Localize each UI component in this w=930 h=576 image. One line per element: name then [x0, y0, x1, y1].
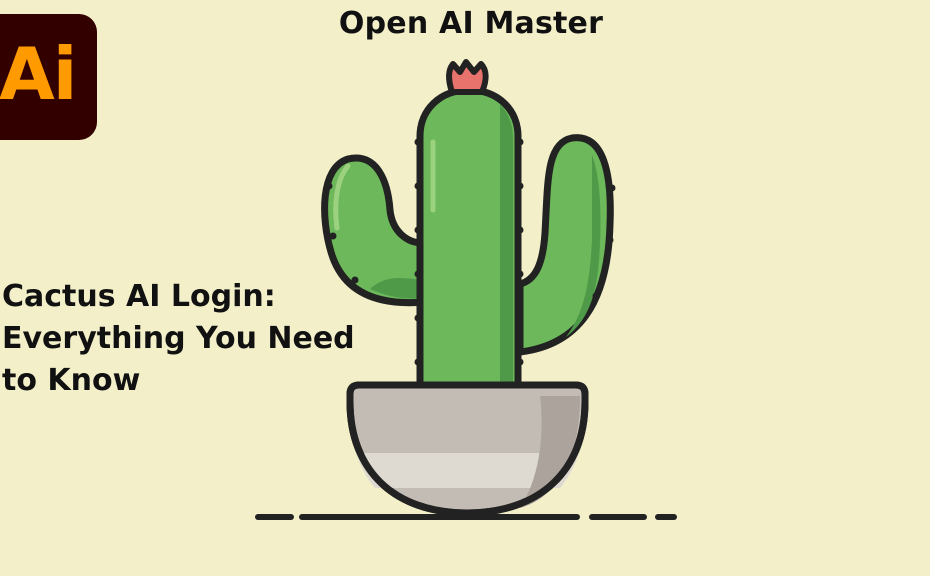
cactus-right-arm	[516, 134, 614, 356]
logo-text: Ai	[0, 32, 77, 116]
cactus-flower	[446, 59, 489, 95]
adobe-illustrator-logo: Ai	[0, 14, 97, 140]
headline-line-1: Cactus AI Login:	[2, 279, 276, 314]
flower-pot	[346, 381, 589, 517]
article-headline: Cactus AI Login: Everything You Need to …	[2, 276, 362, 402]
cactus-left-arm	[321, 154, 429, 307]
cactus-trunk	[416, 86, 522, 396]
headline-line-3: to Know	[2, 363, 141, 398]
headline-line-2: Everything You Need	[2, 321, 355, 356]
site-title: Open AI Master	[338, 6, 604, 41]
cactus-spines	[325, 138, 616, 366]
